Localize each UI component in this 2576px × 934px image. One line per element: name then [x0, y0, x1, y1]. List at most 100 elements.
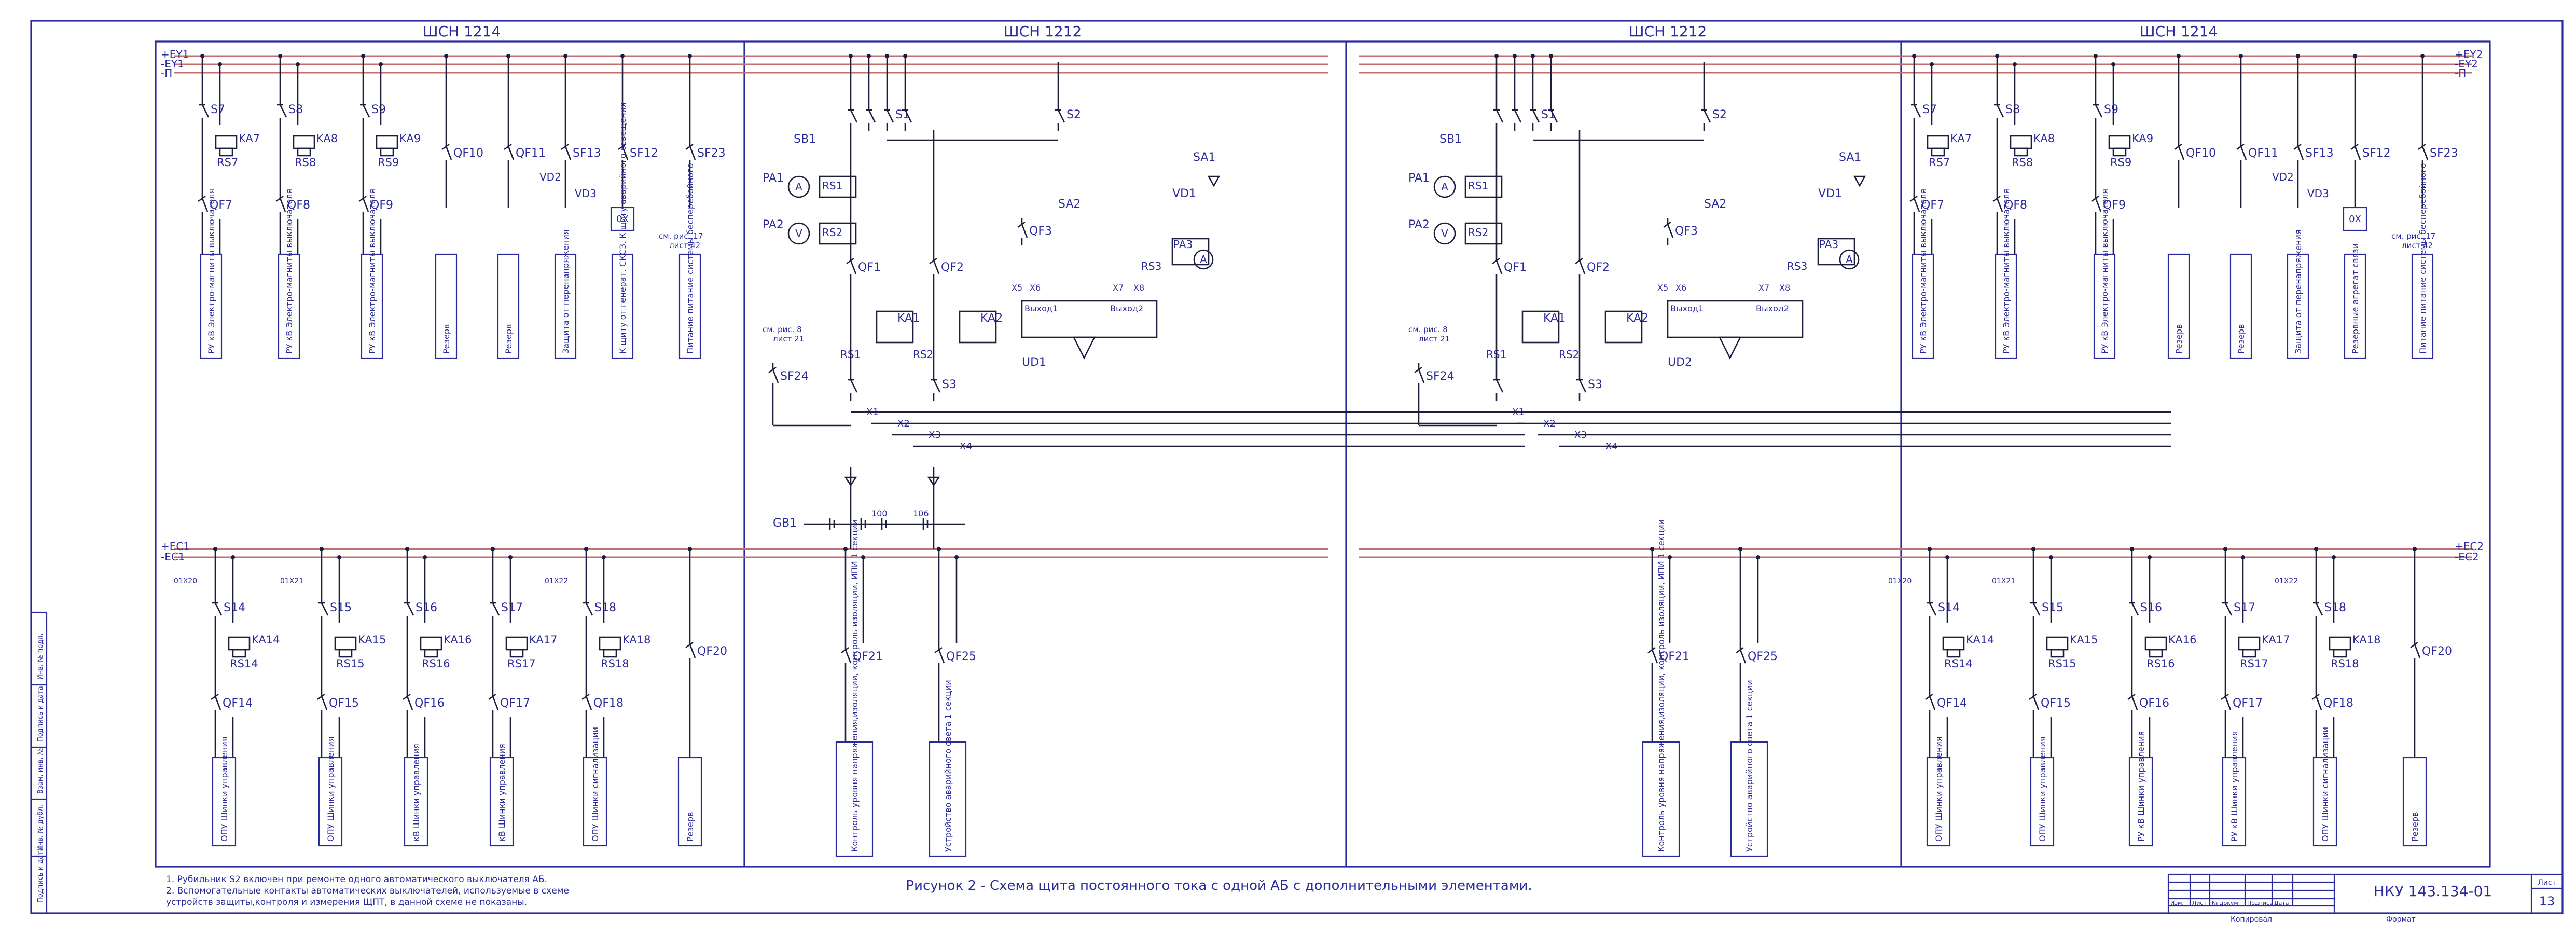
breaker-blade: [689, 146, 696, 160]
load-box: [2287, 253, 2309, 359]
breaker-qf14: QF14: [223, 697, 253, 710]
load-box: [2128, 757, 2153, 847]
breaker-qf21: QF21: [853, 650, 883, 663]
relay-coil: [228, 636, 251, 651]
switch-s15: S15: [330, 601, 352, 614]
switch-s8: S8: [288, 103, 303, 116]
relay-coil: [2329, 636, 2351, 651]
shunt-box: [1464, 222, 1503, 245]
breaker-qf8: QF8: [287, 199, 310, 212]
device-io: Выход2: [1756, 304, 1789, 313]
load-label: кВ Шинки управления: [497, 744, 507, 842]
battery-diode: [927, 476, 940, 487]
shunt-label: RS17: [507, 657, 536, 670]
switch-blade: [362, 104, 370, 118]
load-box: [2167, 253, 2190, 359]
device-io: Выход2: [1110, 304, 1143, 313]
switch-s9: S9: [371, 103, 386, 116]
switch-s2: S2: [1067, 108, 1081, 121]
breaker-blade: [1021, 224, 1028, 238]
breaker-cross: [1575, 257, 1583, 265]
relay-label: KA17: [2262, 634, 2290, 646]
relay-label: KA14: [252, 634, 280, 646]
load-label: РУ кВ Шинки управления: [2229, 731, 2239, 842]
load-label: Контроль уровня напряжения,изоляции, кон…: [1656, 519, 1666, 852]
load-box: [1912, 253, 1934, 359]
load-box: [497, 253, 520, 359]
breaker-qf7: QF7: [210, 199, 232, 212]
breaker-blade: [406, 696, 413, 710]
breaker-blade: [1651, 649, 1658, 664]
breaker-qf9: QF9: [370, 199, 393, 212]
breaker-qf3: QF3: [1675, 225, 1698, 238]
switch-blade: [1929, 602, 1937, 616]
load-label: Резерв: [441, 324, 451, 354]
load-box: [489, 757, 514, 847]
relay-shunt: [1931, 147, 1945, 157]
breaker-sf24: SF24: [780, 370, 809, 383]
shunt-label: RS3: [1141, 260, 1161, 272]
meter-symbol: A: [795, 181, 802, 193]
breaker-cross: [488, 693, 496, 700]
relay-shunt: [2112, 147, 2127, 157]
diode-label: VD3: [575, 187, 597, 200]
breaker-cross: [2174, 143, 2182, 150]
relay-coil: [293, 135, 315, 149]
note-ref: см. рис. 17: [659, 231, 703, 241]
switch-blade: [1495, 379, 1504, 393]
load-box: [677, 757, 702, 847]
breaker-cross: [2236, 143, 2245, 150]
switch-blade: [1514, 109, 1522, 123]
breaker-cross: [1736, 647, 1744, 654]
bus-label: +EC1: [161, 540, 190, 553]
junction-dot: [954, 555, 959, 559]
junction-dot: [2094, 54, 2098, 58]
junction-dot: [444, 54, 448, 58]
shunt-label: RS9: [378, 156, 399, 169]
relay-label: KA7: [239, 132, 260, 145]
relay-shunt: [509, 649, 524, 658]
junction-dot: [2148, 555, 2152, 559]
breaker-cross: [2091, 195, 2099, 202]
shunt-label: RS16: [422, 657, 450, 670]
breaker-cross: [1909, 195, 1918, 202]
breaker-qf8: QF8: [2004, 199, 2027, 212]
junction-dot: [2177, 54, 2181, 58]
switch-blade: [2095, 104, 2103, 118]
relay-shunt: [232, 649, 246, 658]
switch-blade: [492, 602, 500, 616]
load-label: ОПУ Шинки управления: [219, 737, 229, 842]
breaker-qf7: QF7: [1921, 199, 1944, 212]
load-label: ОПУ Шинки сигнализации: [590, 727, 600, 842]
load-box: [200, 253, 223, 359]
junction-dot: [231, 555, 235, 559]
load-box: [2402, 757, 2427, 847]
load-label: Защита от перенапряжения: [561, 230, 571, 354]
switch-s18: S18: [594, 601, 616, 614]
switch-blade: [1532, 109, 1540, 123]
relay-label: KA16: [444, 634, 472, 646]
connector-label: 01X21: [1992, 577, 2015, 585]
junction-dot: [508, 555, 513, 559]
breaker-blade: [621, 146, 629, 160]
shunt-label: RS2: [1468, 226, 1488, 239]
breaker-blade: [2095, 198, 2102, 212]
load-label: Устройство аварийного света 1 секции: [1744, 680, 1754, 852]
breaker-qf1: QF1: [858, 261, 881, 274]
breaker-qf10: QF10: [2186, 147, 2216, 160]
load-box: [2222, 757, 2247, 847]
bus-label: -EY2: [2455, 58, 2478, 70]
switch-blade: [321, 602, 329, 616]
switch-label: SA2: [1058, 198, 1081, 211]
breaker-cross: [685, 143, 694, 150]
junction-dot: [379, 62, 383, 66]
load-box: [2411, 253, 2434, 359]
bus-label: -EC1: [161, 551, 185, 563]
junction-dot: [1738, 547, 1742, 551]
meter-symbol: A: [1441, 181, 1448, 193]
breaker-cross: [1663, 221, 1671, 228]
shunt-label: RS15: [336, 657, 365, 670]
junction-dot: [320, 547, 324, 551]
